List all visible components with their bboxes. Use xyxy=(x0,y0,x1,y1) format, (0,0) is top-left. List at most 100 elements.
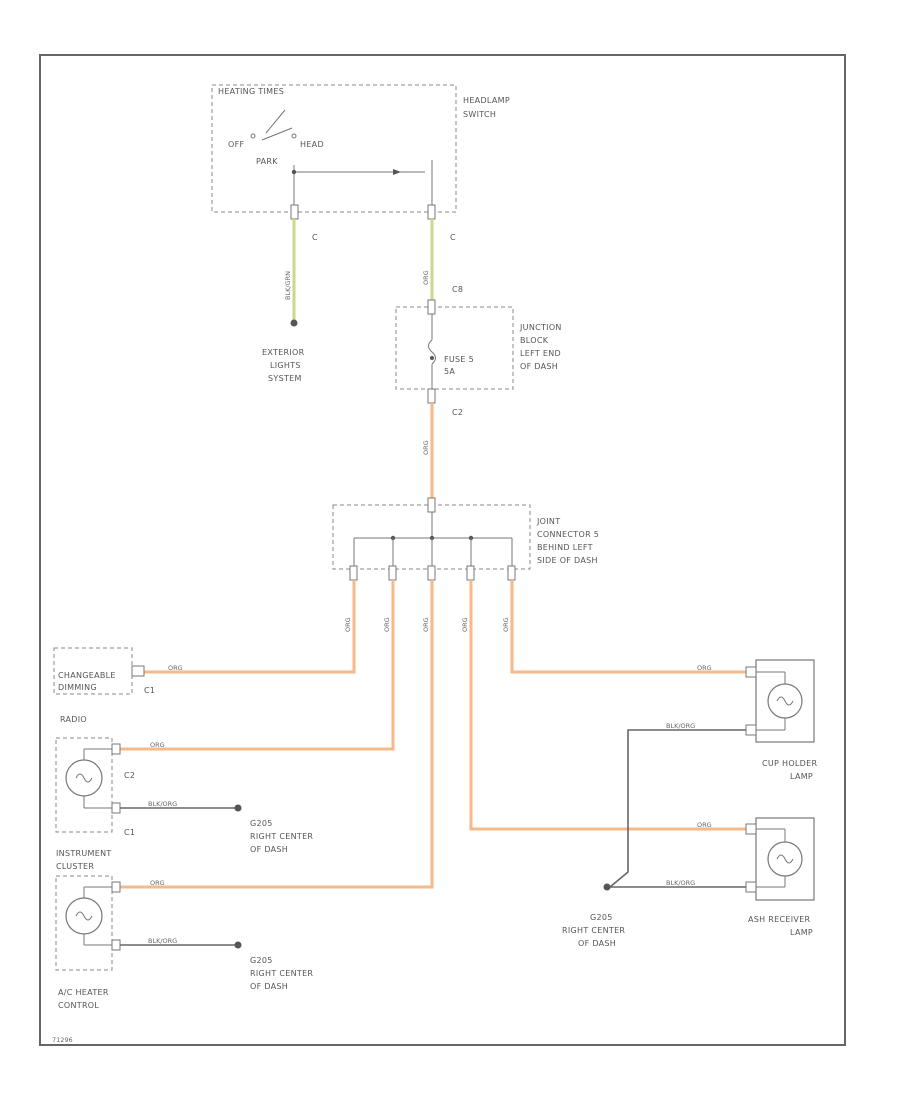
exterior-lights-terminal xyxy=(290,319,298,327)
switch-arrow xyxy=(393,169,401,175)
wire-cup-holder-ground xyxy=(609,729,746,888)
joint-pin-out-5 xyxy=(507,565,516,581)
ac-pin-blk xyxy=(111,939,121,951)
ac-pin-org xyxy=(111,881,121,893)
radio-connector: C2 xyxy=(124,771,135,780)
joint-pin-out-2 xyxy=(388,565,397,581)
junction-block-label-2: BLOCK xyxy=(520,336,549,345)
changeable-dimming-pin xyxy=(131,665,145,677)
ground-a-label-2: RIGHT CENTER xyxy=(250,832,313,841)
wire-to-ac-heater xyxy=(118,580,434,889)
switch-blade xyxy=(261,127,293,141)
headlamp-switch-label-2: SWITCH xyxy=(463,110,496,119)
ground-terminal-b xyxy=(234,941,242,949)
wire-to-ash-receiver xyxy=(469,580,748,831)
wire-label-org-ac: ORG xyxy=(150,879,165,887)
wire-label-blk-grn: BLK/GRN xyxy=(284,271,292,300)
headlamp-switch-box xyxy=(211,84,457,213)
wire-label-org-cup: ORG xyxy=(697,664,712,672)
joint-pin-out-3 xyxy=(427,565,436,581)
joint-connector-label-4: SIDE OF DASH xyxy=(537,556,598,565)
wire-label-org-ash: ORG xyxy=(697,821,712,829)
cup-pin-org xyxy=(745,666,757,678)
switch-connector-right: C xyxy=(450,233,456,242)
wire-label-org-dimming: ORG xyxy=(168,664,183,672)
ash-receiver-label-1: ASH RECEIVER xyxy=(748,915,811,924)
ash-pin-blk xyxy=(745,881,757,893)
junction-pin-top xyxy=(427,299,436,315)
wire-label-blk-org-ac: BLK/ORG xyxy=(148,937,177,945)
wire-label-blk-org-cluster: BLK/ORG xyxy=(148,800,177,808)
ground-b-label-2: RIGHT CENTER xyxy=(250,969,313,978)
headlamp-switch-label-1: HEADLAMP xyxy=(463,96,510,105)
switch-lever xyxy=(265,109,286,134)
wire-label-blk-org-ash: BLK/ORG xyxy=(666,879,695,887)
ground-terminal-a xyxy=(234,804,242,812)
ac-heater-label-1: A/C HEATER xyxy=(58,988,109,997)
wire-label-org-radio: ORG xyxy=(150,741,165,749)
junction-connector-bottom: C2 xyxy=(452,408,463,417)
cup-holder-label-1: CUP HOLDER xyxy=(762,759,817,768)
instrument-cluster-label-2: CLUSTER xyxy=(56,862,94,871)
wire-label-org-2: ORG xyxy=(344,617,352,632)
junction-block-box xyxy=(395,306,514,390)
wire-label-org-3: ORG xyxy=(383,617,391,632)
cup-holder-filament xyxy=(776,696,794,706)
exterior-lights-label-1: EXTERIOR xyxy=(262,348,305,357)
joint-pin-out-4 xyxy=(466,565,475,581)
wire-to-cup-holder xyxy=(510,580,748,674)
ash-pin-org xyxy=(745,823,757,835)
junction-block-label-1: JUNCTION xyxy=(519,323,562,332)
fuse-label: FUSE 5 xyxy=(444,355,474,364)
cluster-pin-org xyxy=(111,743,121,755)
wire-label-blk-org-cup: BLK/ORG xyxy=(666,722,695,730)
junction-pin-bottom xyxy=(427,388,436,404)
footer-code: 71296 xyxy=(52,1036,73,1044)
wire-label-org-5: ORG xyxy=(461,617,469,632)
ground-terminal-c xyxy=(603,883,611,891)
switch-connector-left: C xyxy=(312,233,318,242)
ground-b-label-3: OF DASH xyxy=(250,982,288,991)
fuse-element xyxy=(428,339,436,365)
ash-receiver-lamp-box xyxy=(755,817,815,901)
switch-contact-off xyxy=(250,133,256,139)
ground-a-label-1: G205 xyxy=(250,819,273,828)
wire-label-org-6: ORG xyxy=(502,617,510,632)
cup-pin-blk xyxy=(745,724,757,736)
fuse-rating: 5A xyxy=(444,367,455,376)
instrument-cluster-connector: C1 xyxy=(124,828,135,837)
ac-heater-label-2: CONTROL xyxy=(58,1001,99,1010)
switch-pin-right xyxy=(427,204,436,220)
instrument-cluster-box xyxy=(55,737,113,833)
switch-pos-park: PARK xyxy=(256,157,278,166)
ash-receiver-label-2: LAMP xyxy=(790,928,813,937)
ground-b-label-1: G205 xyxy=(250,956,273,965)
ground-a-label-3: OF DASH xyxy=(250,845,288,854)
ac-heater-filament xyxy=(75,911,93,921)
cup-holder-label-2: LAMP xyxy=(790,772,813,781)
joint-connector-label-2: CONNECTOR 5 xyxy=(537,530,599,539)
joint-connector-label-1: JOINT xyxy=(536,517,560,526)
ac-heater-control-box xyxy=(55,875,113,971)
joint-connector-label-3: BEHIND LEFT xyxy=(537,543,593,552)
junction-block-label-3: LEFT END xyxy=(520,349,561,358)
ash-receiver-filament xyxy=(776,854,794,864)
headlamp-switch-box-title: HEATING TIMES xyxy=(218,87,284,96)
switch-contact-head xyxy=(291,133,297,139)
junction-connector-top: C8 xyxy=(452,285,463,294)
joint-pin-out-1 xyxy=(349,565,358,581)
joint-pin-in xyxy=(427,497,436,513)
wire-label-org-1: ORG xyxy=(422,440,430,455)
exterior-lights-label-2: LIGHTS xyxy=(270,361,301,370)
wire-label-org-4: ORG xyxy=(422,617,430,632)
ground-c-label-1: G205 xyxy=(590,913,613,922)
junction-block-label-4: OF DASH xyxy=(520,362,558,371)
wire-to-radio xyxy=(118,580,395,751)
ground-c-label-3: OF DASH xyxy=(578,939,616,948)
diagram-frame xyxy=(39,54,846,1046)
fuse-dot xyxy=(430,356,434,360)
instrument-cluster-filament xyxy=(75,773,93,783)
exterior-lights-label-3: SYSTEM xyxy=(268,374,302,383)
switch-junction-dot xyxy=(291,169,297,175)
changeable-dimming-label-2: DIMMING xyxy=(58,683,97,692)
